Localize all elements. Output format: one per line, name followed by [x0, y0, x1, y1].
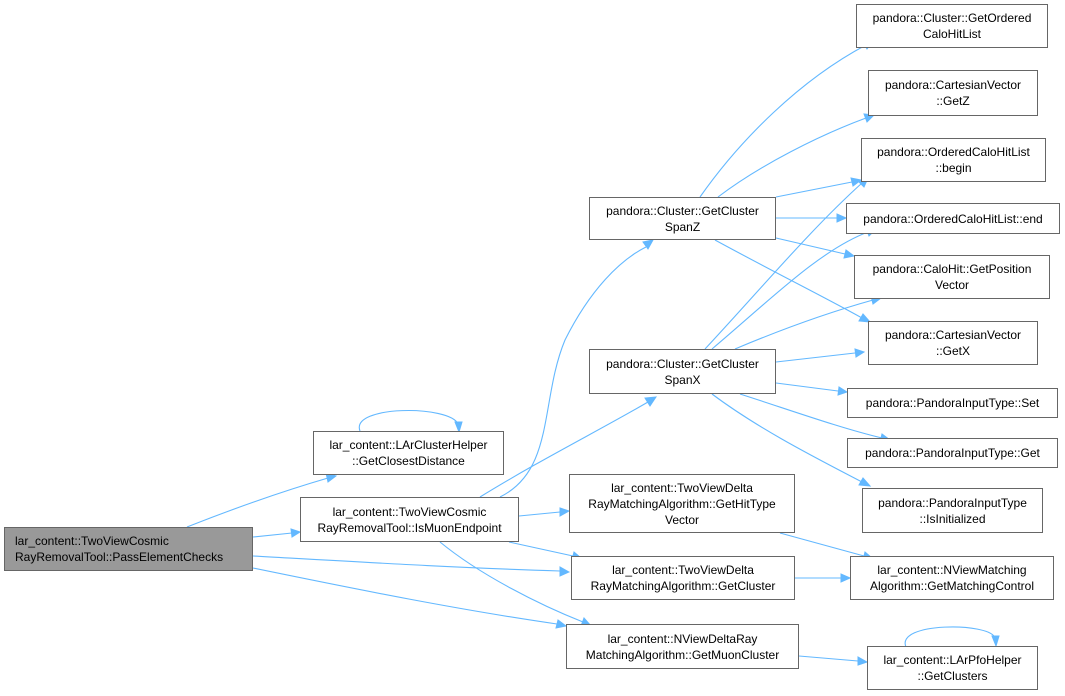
node-get-ordered-calohit-list[interactable]: pandora::Cluster::GetOrdered CaloHitList: [856, 4, 1048, 48]
node-label-line: RayMatchingAlgorithm::GetCluster: [590, 579, 776, 593]
node-label-line: pandora::Cluster::GetOrdered: [872, 11, 1032, 25]
node-label-line: RayRemovalTool::PassElementChecks: [15, 550, 224, 564]
node-pandora-input-set[interactable]: pandora::PandoraInputType::Set: [847, 388, 1058, 418]
node-label-line: pandora::PandoraInputType::Set: [865, 396, 1040, 410]
node-label-line: lar_content::NViewMatching: [877, 563, 1027, 577]
node-label-line: lar_content::NViewDeltaRay: [607, 631, 758, 646]
node-label-line: ::begin: [935, 161, 972, 175]
node-label-line: lar_content::TwoViewDelta: [611, 480, 753, 495]
edge-arrow-icon: [991, 635, 1000, 648]
edge-root-getcluster: [252, 555, 561, 572]
edge-spanx-isinit: [711, 393, 863, 483]
edge-arrow-icon: [644, 396, 657, 407]
edge-arrow-icon: [559, 566, 571, 577]
edge-spanx-begin: [704, 182, 863, 350]
edge-arrow-icon: [642, 239, 654, 250]
edge-arrow-icon: [857, 656, 869, 666]
node-label-line: RayMatchingAlgorithm::GetHitType: [588, 496, 776, 511]
edge-arrow-icon: [555, 619, 568, 629]
edge-spanx-get: [739, 393, 883, 439]
node-pass-element-checks: lar_content::TwoViewCosmic RayRemovalToo…: [4, 527, 253, 571]
node-label-line: SpanX: [664, 372, 701, 387]
node-label-line: pandora::CartesianVector: [884, 78, 1022, 92]
node-label-line: pandora::Cluster::GetCluster: [606, 203, 759, 218]
edge-spanz-begin: [775, 181, 853, 198]
node-label-line: ::GetX: [935, 344, 970, 358]
node-label-line: pandora::OrderedCaloHitList::end: [863, 211, 1043, 226]
node-get-cluster-spanx[interactable]: pandora::Cluster::GetCluster SpanX: [589, 349, 776, 394]
edge-root-muoncluster: [252, 567, 558, 625]
edge-arrow-icon: [454, 421, 463, 434]
edge-closest-self: [359, 409, 459, 432]
node-label-line: lar_content::TwoViewCosmic: [15, 534, 169, 548]
edge-spanz-getx: [714, 239, 863, 319]
node-begin[interactable]: pandora::OrderedCaloHitList ::begin: [861, 138, 1046, 182]
node-label-line: pandora::CartesianVector: [884, 328, 1022, 342]
node-label-line: ::IsInitialized: [919, 511, 986, 526]
node-get-x[interactable]: pandora::CartesianVector ::GetX: [868, 321, 1038, 365]
node-pandora-input-get[interactable]: pandora::PandoraInputType::Get: [847, 438, 1058, 468]
node-get-cluster-spanz[interactable]: pandora::Cluster::GetCluster SpanZ: [589, 197, 776, 240]
node-label-line: pandora::CaloHit::GetPosition: [872, 262, 1032, 276]
edge-arrow-icon: [836, 213, 848, 223]
edge-arrow-icon: [559, 507, 571, 517]
node-get-cluster[interactable]: lar_content::TwoViewDelta RayMatchingAlg…: [571, 556, 795, 600]
edge-root-muonend: [252, 532, 293, 538]
edge-muonend-spanz: [499, 246, 647, 498]
edge-arrow-icon: [840, 573, 852, 583]
node-label-line: ::GetZ: [936, 94, 970, 108]
edge-spanz-getz: [717, 117, 867, 198]
node-get-clusters[interactable]: lar_content::LArPfoHelper ::GetClusters: [867, 646, 1038, 690]
edge-muonend-getcluster: [508, 541, 574, 557]
node-label-line: lar_content::TwoViewCosmic: [332, 504, 487, 519]
edge-arrow-icon: [850, 177, 863, 187]
node-label-line: pandora::PandoraInputType: [878, 495, 1027, 510]
node-label-line: Vector: [934, 278, 970, 292]
node-label-line: RayRemovalTool::IsMuonEndpoint: [317, 520, 502, 535]
edge-muonend-spanx: [479, 401, 649, 498]
edge-spanz-position: [775, 237, 846, 255]
node-get-muon-cluster[interactable]: lar_content::NViewDeltaRay MatchingAlgor…: [566, 624, 799, 669]
node-label-line: Vector: [664, 512, 700, 527]
edge-arrow-icon: [854, 348, 866, 358]
node-label-line: lar_content::LArPfoHelper: [883, 653, 1022, 667]
node-label-line: pandora::Cluster::GetCluster: [606, 356, 759, 371]
edge-spanx-end: [711, 231, 869, 350]
node-is-initialized[interactable]: pandora::PandoraInputType ::IsInitialize…: [862, 488, 1043, 533]
edge-hittype-matchctrl: [779, 532, 865, 557]
edge-arrow-icon: [858, 477, 872, 487]
edge-arrow-icon: [837, 386, 849, 396]
node-get-hit-type-vector[interactable]: lar_content::TwoViewDelta RayMatchingAlg…: [569, 474, 795, 533]
node-is-muon-endpoint[interactable]: lar_content::TwoViewCosmic RayRemovalToo…: [300, 497, 519, 542]
node-get-closest-distance[interactable]: lar_content::LArClusterHelper ::GetClose…: [313, 431, 504, 475]
edge-spanz-orderedlist: [699, 44, 867, 198]
node-get-matching-control[interactable]: lar_content::NViewMatching Algorithm::Ge…: [850, 556, 1054, 600]
node-label-line: SpanZ: [664, 219, 701, 234]
edge-spanx-getx: [775, 352, 856, 363]
node-get-position-vector[interactable]: pandora::CaloHit::GetPosition Vector: [854, 255, 1050, 299]
node-label-line: pandora::OrderedCaloHitList: [877, 145, 1030, 159]
edge-arrow-icon: [290, 528, 302, 538]
node-label-line: ::GetClusters: [917, 669, 988, 683]
edge-spanx-position: [734, 299, 874, 350]
node-get-z[interactable]: pandora::CartesianVector ::GetZ: [868, 70, 1038, 116]
node-label-line: Algorithm::GetMatchingControl: [869, 579, 1035, 593]
edge-spanx-set: [775, 382, 839, 392]
edge-getclusters-self: [904, 626, 996, 648]
node-label-line: pandora::PandoraInputType::Get: [865, 446, 1040, 460]
node-label-line: ::GetClosestDistance: [352, 454, 465, 468]
edge-root-closest: [186, 477, 329, 528]
edge-muonend-hittype: [518, 511, 561, 517]
edge-muonend-muoncluster: [439, 541, 584, 623]
edge-arrow-icon: [843, 249, 856, 259]
node-end[interactable]: pandora::OrderedCaloHitList::end: [846, 203, 1060, 234]
node-label-line: MatchingAlgorithm::GetMuonCluster: [585, 647, 780, 662]
edge-muoncluster-getclusters: [798, 655, 859, 662]
edge-arrow-icon: [858, 313, 872, 323]
node-label-line: lar_content::TwoViewDelta: [612, 563, 754, 577]
node-label-line: lar_content::LArClusterHelper: [329, 438, 488, 452]
node-label-line: CaloHitList: [922, 27, 982, 41]
